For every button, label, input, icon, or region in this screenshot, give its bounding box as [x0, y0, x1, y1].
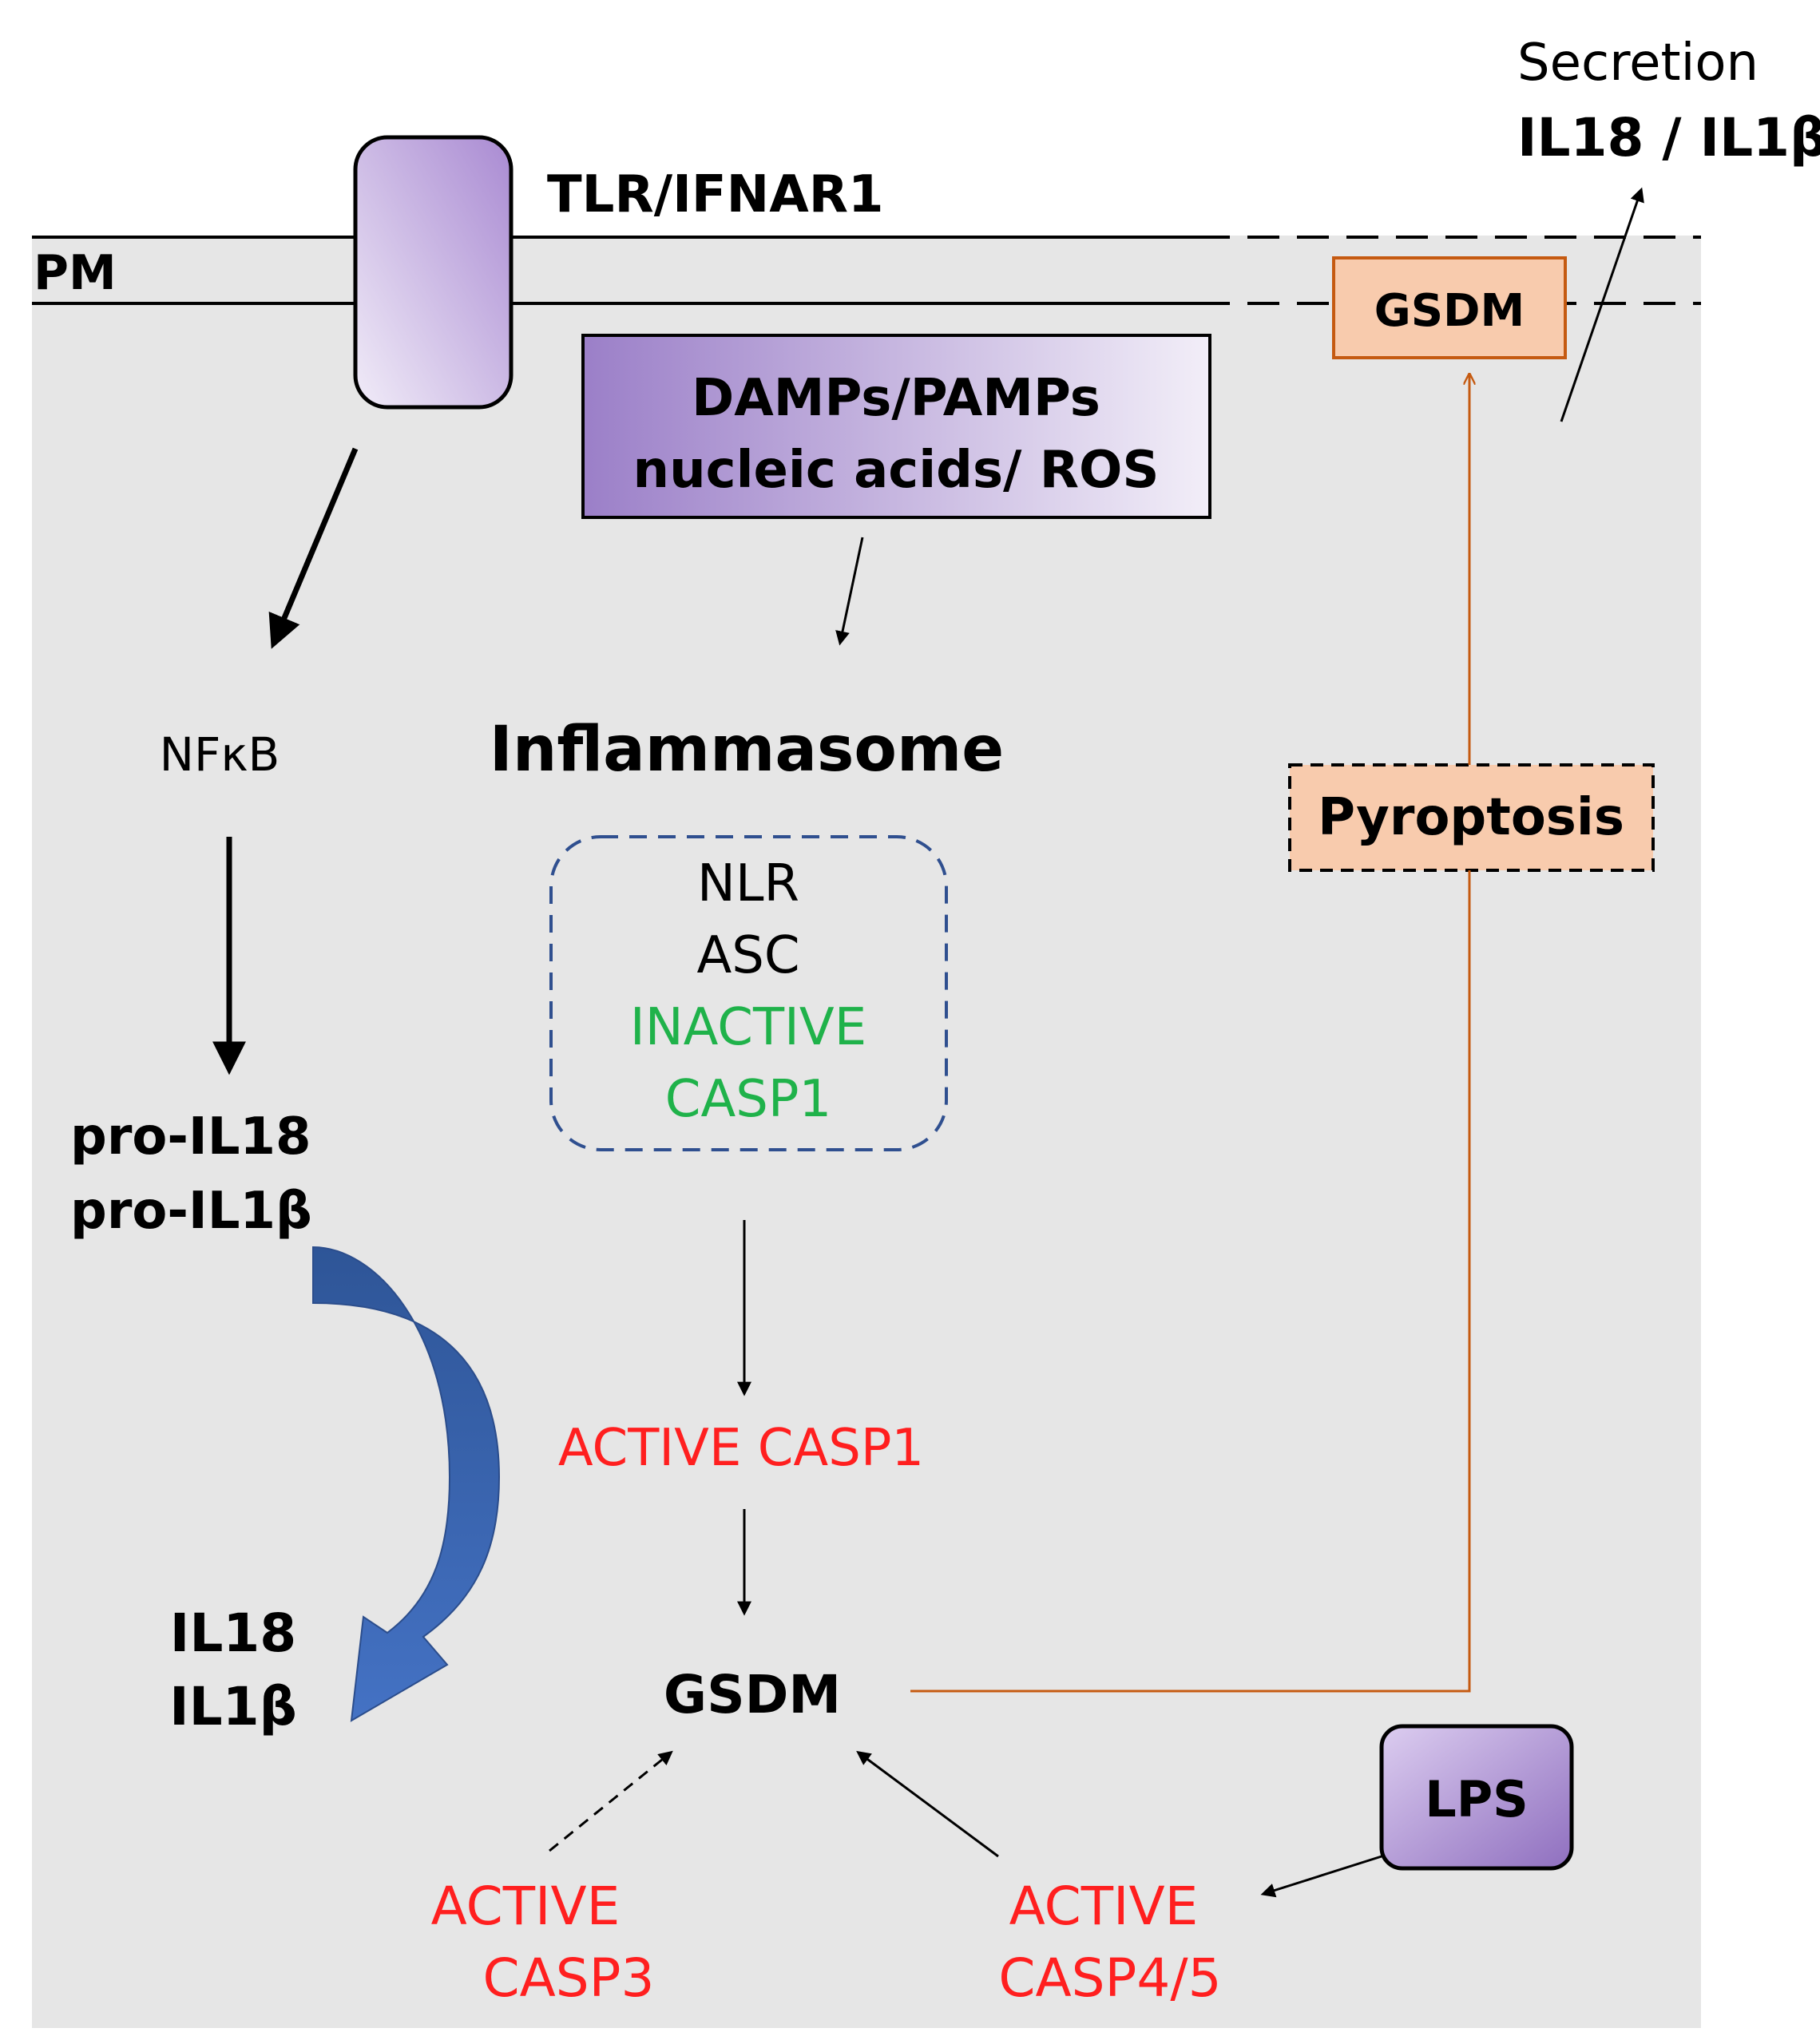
il1b-label: IL1β: [169, 1676, 297, 1737]
nfkb-label: NFκB: [160, 727, 280, 782]
secretion-label: Secretion: [1517, 34, 1759, 93]
secreted-cytokines-label: IL18 / IL1β: [1517, 107, 1820, 168]
pyroptosis-path-line: [910, 870, 1471, 1693]
arrow-damps-to-inflammasome: [835, 537, 864, 646]
pm-label: PM: [34, 245, 117, 301]
arrow-casp45-to-gsdm: [856, 1750, 999, 1858]
gsdm-label: GSDM: [664, 1664, 841, 1725]
lps-label: LPS: [1425, 1770, 1529, 1828]
pyroptosis-label: Pyroptosis: [1318, 788, 1624, 847]
damps-pamps-label: DAMPs/PAMPs: [692, 369, 1100, 428]
arrow-receptor-to-nfkb: [268, 447, 359, 649]
inactive-casp1-label: CASP1: [665, 1070, 831, 1129]
il18-label: IL18: [170, 1602, 296, 1664]
active-casp3-line1: ACTIVE: [431, 1876, 621, 1937]
inflammasome-label: Inflammasome: [490, 714, 1004, 786]
casp1-cleavage-curved-arrow: [312, 1246, 501, 1722]
lps-box: [1379, 1724, 1574, 1871]
active-casp3-line2: CASP3: [483, 1947, 655, 2009]
inflammasome-complex-box: [549, 835, 948, 1151]
arrow-casp3-to-gsdm-dashed: [549, 1750, 673, 1852]
nucleic-acids-ros-label: nucleic acids/ ROS: [633, 441, 1160, 500]
damps-pamps-box: [581, 334, 1211, 519]
secretion-arrow: [1560, 187, 1644, 422]
nlr-label: NLR: [697, 854, 799, 913]
gsdm-membrane-label: GSDM: [1374, 285, 1525, 337]
active-casp45-line2: CASP4/5: [998, 1947, 1221, 2009]
asc-label: ASC: [696, 926, 799, 985]
arrow-lps-to-casp45: [1260, 1855, 1382, 1898]
plasma-membrane: [32, 236, 1701, 305]
pyroptosis-box: [1288, 763, 1655, 872]
tlr-ifnar1-receptor: [353, 135, 513, 410]
receptor-label: TLR/IFNAR1: [547, 165, 884, 224]
pro-il1b-label: pro-IL1β: [70, 1182, 312, 1241]
active-casp1-label: ACTIVE CASP1: [558, 1419, 924, 1478]
pro-il18-label: pro-IL18: [70, 1107, 311, 1167]
active-casp45-line1: ACTIVE: [1009, 1876, 1199, 1937]
inactive-label: INACTIVE: [630, 998, 866, 1057]
gsdm-membrane-box: [1332, 256, 1567, 359]
